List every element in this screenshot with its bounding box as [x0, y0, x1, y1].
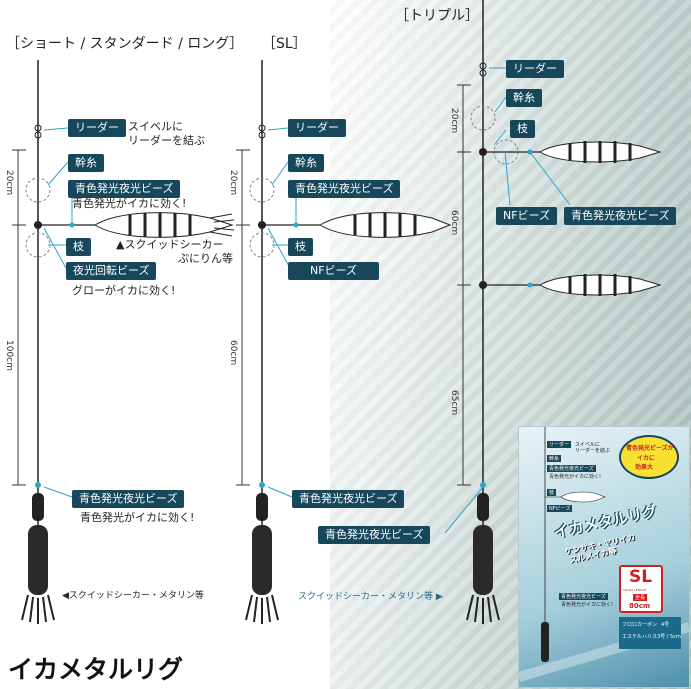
rig3-dim-mid: 60cm — [449, 210, 459, 236]
rig1-swivel — [34, 124, 42, 132]
rig2-blue-beads-label: 青色発光夜光ビーズ — [288, 180, 401, 198]
package-leader-note: スイベルに — [575, 442, 601, 448]
package-blue-note: 青色発光がイカに効く! — [549, 474, 602, 480]
package-burst-2: イカに — [637, 455, 656, 462]
header-short-std-long: ［ショート / スタンダード / ロング］ — [6, 36, 244, 52]
rig1-bottom-note: 青色発光がイカに効く! — [80, 511, 195, 524]
rig2-sinker-note: スクイッドシーカー・メタリン等 ▶ — [298, 592, 443, 602]
rig3-bottom-beads-label: 青色発光夜光ビーズ — [318, 526, 431, 544]
rig1-main-line-circle — [25, 177, 51, 203]
page-title: イカメタルリグ — [8, 655, 184, 684]
package-burst-1: 青色発光ビーズが — [626, 445, 674, 452]
rig1-leader-label: リーダー — [68, 119, 126, 137]
package-bottom-beads: 青色発光夜光ビーズ — [559, 593, 608, 600]
package-length: 80cm — [629, 602, 651, 610]
package-spec-1-value: 4号 — [661, 622, 670, 628]
rig1-main-line-label: 幹糸 — [68, 154, 104, 172]
rig2-leader-label: リーダー — [288, 119, 346, 137]
package-blue-beads: 青色発光夜光ビーズ — [547, 465, 596, 472]
package-spec-2-value: 3号 / 5cm — [657, 634, 681, 640]
rig2-nf-beads-label: NFビーズ — [288, 262, 380, 280]
rig3-upper-jig — [539, 141, 662, 163]
rig2-bottom-beads-label: 青色発光夜光ビーズ — [292, 490, 405, 508]
rig2-dim-top: 20cm — [228, 170, 238, 196]
header-triple: ［トリプル］ — [395, 8, 479, 24]
package-burst-badge: 青色発光ビーズが イカに 効果大 — [619, 435, 679, 479]
background-photo-area — [330, 0, 691, 689]
rig1-dim-top: 20cm — [4, 170, 14, 196]
rig2-squid-jig — [319, 212, 452, 238]
rig3-sinker — [466, 493, 500, 624]
rig1-leader-note-1: スイベルに — [128, 120, 183, 133]
rig1-glow-note: グローがイカに効く! — [72, 284, 176, 297]
package-bottom-note: 青色発光がイカに効く! — [561, 602, 614, 608]
rig1-dim-bottom: 100cm — [4, 340, 14, 371]
rig1-squid-note-1: ▲スクイッドシーカー — [116, 238, 224, 251]
rig3-blue-beads-label: 青色発光夜光ビーズ — [564, 207, 677, 225]
rig1-blue-beads-label: 青色発光夜光ビーズ — [68, 180, 181, 198]
rig1-branch-label: 枝 — [66, 238, 91, 256]
header-sl: ［SL］ — [262, 36, 307, 52]
package-size: SL — [629, 567, 653, 587]
rig3-nf-beads-label: NFビーズ — [496, 207, 558, 225]
rig2-main-line-label: 幹糸 — [288, 154, 324, 172]
rig1-bottom-beads-label: 青色発光夜光ビーズ — [72, 490, 185, 508]
package-size-box: SL SHORT LENGTH 全長 80cm — [619, 565, 663, 613]
product-package: リーダー スイベルに リーダーを結ぶ 幹糸 青色発光夜光ビーズ 青色発光がイカに… — [518, 426, 690, 688]
package-leader-note-2: リーダーを結ぶ — [575, 448, 611, 454]
rig1-blue-beads-note: 青色発光がイカに効く! — [72, 197, 187, 210]
package-main-line: 幹糸 — [547, 455, 562, 462]
package-burst-3: 効果大 — [635, 464, 654, 471]
rig1-glow-swivel-label: 夜光回転ビーズ — [66, 262, 157, 280]
package-spec-1: フロロカーボン — [622, 622, 658, 628]
rig3-branch-label: 枝 — [510, 120, 535, 138]
package-branch: 枝 — [547, 489, 557, 496]
package-nf-beads: NFビーズ — [547, 505, 573, 512]
rig3-dim-bottom: 65cm — [449, 390, 459, 416]
rig3-lower-jig — [539, 274, 662, 296]
package-size-sub: SHORT LENGTH — [623, 588, 647, 592]
rig3-dim-top: 20cm — [449, 108, 459, 134]
rig1-squid-jig — [94, 212, 235, 238]
rig2-sinker — [245, 493, 279, 624]
package-spec-box: フロロカーボン 4号 エステルハリス 3号 / 5cm — [619, 617, 681, 649]
rig3-main-line-label: 幹糸 — [506, 89, 542, 107]
package-leader: リーダー — [547, 441, 572, 448]
rig3-leader-label: リーダー — [506, 60, 564, 78]
rig1-sinker-note: ◀スクイッドシーカー・メタリン等 — [62, 591, 204, 601]
package-spec-2: エステルハリス — [622, 634, 658, 640]
rig1-leader-note-2: リーダーを結ぶ — [128, 134, 205, 147]
rig2-branch-label: 枝 — [288, 238, 313, 256]
rig2-dim-bottom: 60cm — [228, 340, 238, 366]
package-size-label: 全長 — [633, 594, 648, 601]
rig1-sinker — [21, 493, 55, 624]
rig1-squid-note-2: ぷにりん等 — [178, 252, 233, 265]
